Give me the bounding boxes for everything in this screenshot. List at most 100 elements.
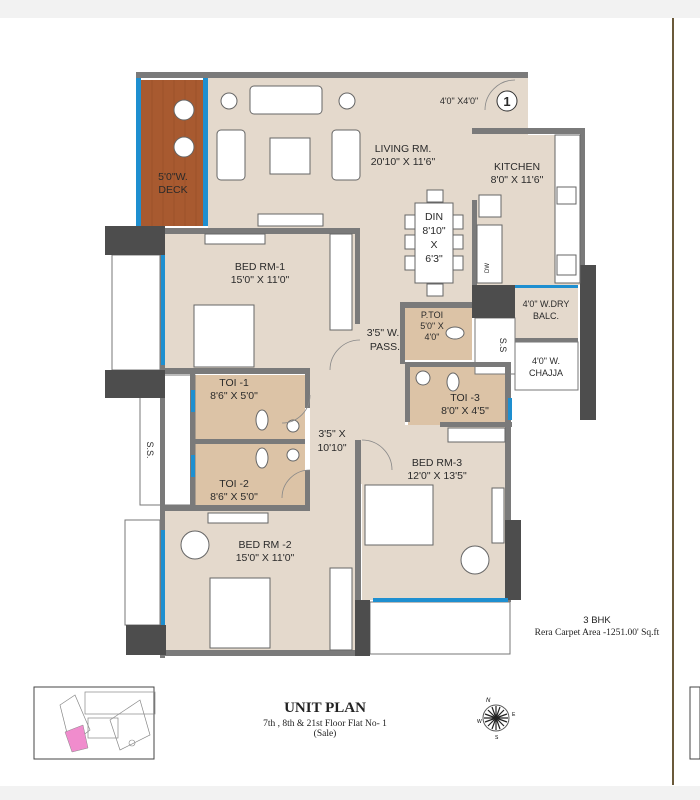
dresser-icon	[204, 233, 266, 245]
passage-2-label: 3'5" X	[318, 428, 345, 440]
basin-icon	[286, 419, 300, 433]
toi-1-floor	[195, 375, 305, 440]
deck-label-2: DECK	[158, 184, 187, 196]
bed-rm-2-label: BED RM -2	[238, 539, 291, 551]
stove-icon	[556, 186, 577, 205]
toi-1-dims: 8'6" X 5'0"	[210, 390, 258, 402]
plan-sale: (Sale)	[313, 729, 337, 739]
dresser-icon	[491, 487, 505, 544]
lamp-icon	[220, 92, 238, 110]
unit-type: 3 BHK	[583, 615, 611, 626]
toi-2-label: TOI -2	[219, 478, 249, 490]
toilet-icon	[255, 447, 269, 469]
key-plan-highlight	[64, 724, 89, 753]
key-plan-compass-icon	[128, 739, 136, 747]
wardrobe-icon	[447, 427, 506, 443]
bottom-bar	[0, 786, 700, 800]
coffee-table-icon	[269, 137, 311, 175]
toi-1-label: TOI -1	[219, 377, 249, 389]
tiles	[195, 308, 510, 506]
toi-3-dims: 8'0" X 4'5"	[441, 405, 489, 417]
toi-2-dims: 8'6" X 5'0"	[210, 491, 258, 503]
toilet-icon	[255, 409, 269, 431]
counter-icon	[476, 224, 503, 284]
dining-dims-x: X	[430, 239, 437, 251]
chair-icon	[180, 530, 210, 560]
chajja-dims: CHAJJA	[529, 368, 563, 378]
key-plan	[33, 686, 156, 760]
deck-label: 5'0"W.	[158, 171, 188, 183]
kitchen-label: KITCHEN	[494, 161, 540, 173]
sink-icon	[556, 254, 577, 276]
page-divider	[672, 18, 674, 785]
p-toi-label: P.TOI	[421, 310, 443, 320]
armchair-icon	[216, 129, 246, 181]
chajja	[514, 341, 579, 391]
p-toi-dims-1: 5'0" X	[420, 321, 443, 331]
dining-dims-2: 6'3"	[425, 253, 443, 265]
sofa-icon	[249, 85, 323, 115]
entrance-number: 1	[503, 94, 510, 109]
fridge-icon	[478, 194, 502, 218]
bed-rm-3-dims: 12'0" X 13'5"	[407, 470, 467, 482]
dishwasher-label: DW	[485, 263, 491, 273]
ss-right-label: S.S	[498, 338, 508, 353]
entrance-door-size: 4'0" X4'0"	[440, 96, 478, 106]
dining-dims-1: 8'10"	[422, 225, 446, 237]
walls	[136, 72, 585, 658]
tv-unit-icon	[257, 213, 324, 227]
living-dims: 20'10" X 11'6"	[371, 156, 436, 168]
compass-n: N	[486, 698, 491, 704]
furniture	[173, 85, 581, 651]
toilet-icon	[445, 326, 465, 340]
bed-rm-2-dims: 15'0" X 11'0"	[236, 552, 295, 564]
passage-dims: PASS.	[370, 341, 400, 353]
balcony-bed-3	[369, 601, 511, 655]
plan-floors: 7th , 8th & 21st Floor Flat No- 1	[263, 719, 387, 729]
kitchen-dims: 8'0" X 11'6"	[491, 174, 544, 186]
dry-balcony-label: 4'0" W.DRY	[523, 299, 570, 309]
ledge-left-bottom	[124, 519, 161, 626]
chajja-label: 4'0" W.	[532, 356, 560, 366]
door-swings	[281, 79, 516, 499]
armchair-icon	[331, 129, 361, 181]
compass-s: S	[495, 735, 499, 741]
deck-floor	[141, 80, 204, 226]
plan-title-block: UNIT PLAN 7th , 8th & 21st Floor Flat No…	[240, 700, 410, 739]
dry-balcony-floor	[515, 288, 578, 340]
lamp-icon	[338, 92, 356, 110]
windows	[136, 78, 578, 625]
bed-icon	[364, 484, 434, 546]
entrance-marker	[496, 90, 518, 112]
wardrobe-icon	[329, 567, 353, 651]
area-info: 3 BHK Rera Carpet Area -1251.00' Sq.ft	[522, 614, 672, 640]
top-bar	[0, 0, 700, 18]
toilet-icon	[446, 372, 460, 392]
compass-e: E	[512, 712, 516, 718]
p-toi-dims-2: 4'0"	[425, 332, 440, 342]
columns	[105, 226, 596, 656]
plan-title: UNIT PLAN	[284, 700, 366, 716]
wardrobe-icon	[329, 233, 353, 331]
basin-icon	[286, 448, 300, 462]
living-label: LIVING RM.	[375, 143, 432, 155]
dry-balcony-dims: BALC.	[533, 311, 559, 321]
deck-chair-icon	[173, 136, 195, 158]
bed-icon	[193, 304, 255, 368]
bed-rm-1-dims: 15'0" X 11'0"	[231, 274, 290, 286]
deck-chair-icon	[173, 99, 195, 121]
basin-icon	[415, 370, 431, 386]
toi-3-label: TOI -3	[450, 392, 480, 404]
dining-label: DIN	[425, 211, 443, 223]
compass-w: W	[477, 719, 482, 725]
passage-2-dims: 10'10"	[317, 442, 346, 454]
dresser-icon	[207, 512, 269, 524]
ledge-left-top	[111, 254, 161, 371]
next-page-key-plan	[689, 686, 700, 760]
bed-rm-1-label: BED RM-1	[235, 261, 285, 273]
bed-icon	[209, 577, 271, 649]
passage-label: 3'5" W.	[367, 327, 400, 339]
chair-icon	[460, 545, 490, 575]
bed-rm-3-label: BED RM-3	[412, 457, 462, 469]
